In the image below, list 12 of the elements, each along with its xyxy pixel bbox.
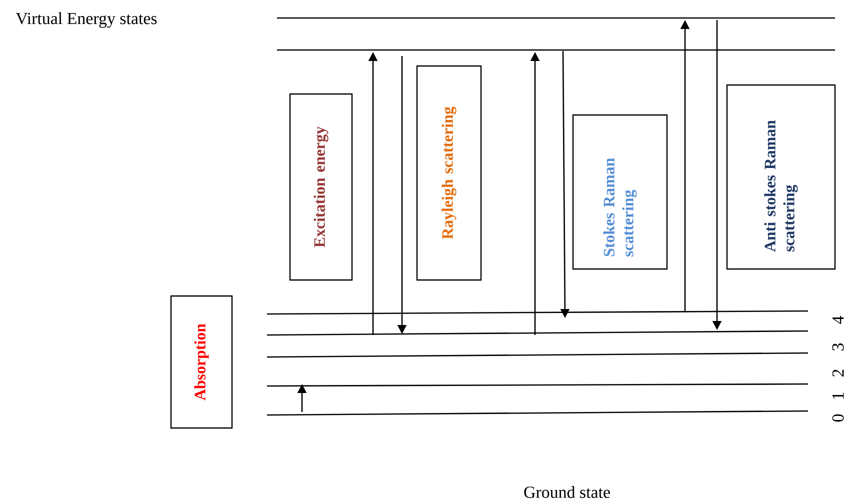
state-label: Ground state (524, 486, 610, 498)
level-number: 4 (832, 316, 844, 324)
state-label: Virtual Energy states (16, 12, 157, 28)
level-number: 3 (832, 343, 844, 350)
level-number: 2 (832, 370, 844, 376)
label-box: Rayleigh scattering (416, 65, 482, 281)
level-number: 0 (832, 414, 844, 422)
label-box: Stokes Raman scattering (572, 114, 668, 270)
label-box: Excitation energy (289, 93, 353, 281)
label-box: Absorption (170, 295, 233, 429)
level-number: 1 (832, 392, 844, 399)
label-box: Anti stokes Raman scattering (726, 84, 836, 270)
